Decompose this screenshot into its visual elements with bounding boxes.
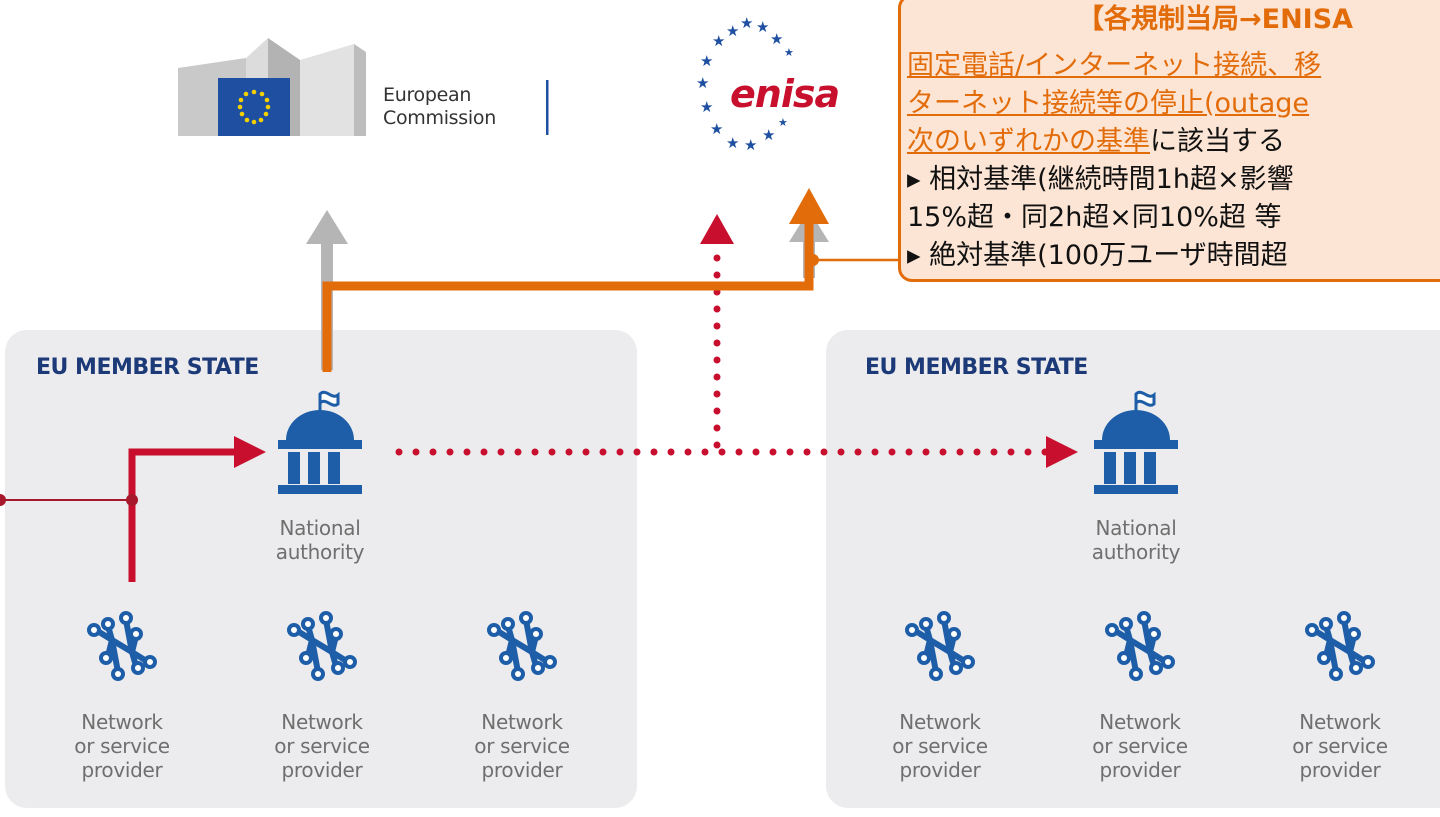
authority-dotted-link [395,436,1078,468]
national-authority-icon-right [1092,390,1180,496]
orange-highlight-arrow [322,188,905,372]
provider-report-arrow [0,436,266,582]
callout-line-3: 次のいずれかの基準に該当する [907,125,1285,158]
svg-text:★: ★ [740,14,753,32]
svg-text:★: ★ [696,74,709,92]
authority-label-right: National authority [1091,516,1181,564]
network-provider-icon [489,613,555,679]
svg-text:★: ★ [762,126,775,144]
svg-text:★: ★ [700,52,713,70]
callout-line-1: 固定電話/インターネット接続、移 [907,50,1322,81]
svg-text:★: ★ [712,32,725,50]
enisa-wordmark: enisa [730,72,840,116]
svg-text:★: ★ [756,18,769,36]
ec-label: European Commission [383,84,496,130]
svg-text:★: ★ [784,46,794,59]
network-provider-icon [289,613,355,679]
network-provider-icon [1107,613,1173,679]
callout-line-6: ▸ 絶対基準(100万ユーザ時間超 [907,240,1288,271]
svg-text:★: ★ [726,134,739,152]
member-state-title-left: EU MEMBER STATE [36,355,259,380]
enisa-stars-logo-icon: ★★★ ★★ ★★★ ★★★ ★★ ★ [696,14,794,154]
enisa-dotted-arrow [700,214,734,449]
authority-label-left: National authority [275,516,365,564]
network-provider-icon [89,613,155,679]
callout-line-3-underlined: 次のいずれかの基準 [907,126,1150,157]
svg-text:★: ★ [744,136,757,154]
member-state-panel-right [826,330,1440,808]
svg-text:★: ★ [710,120,723,138]
callout-title: 【各規制当局→ENISA [1077,4,1354,35]
national-authority-icon-left [276,390,364,496]
callout-line-3-rest: に該当する [1150,126,1285,157]
ec-label-line2: Commission [383,107,496,129]
callout-line-2: ターネット接続等の停止(outage [907,88,1310,119]
network-provider-icon [907,613,973,679]
member-state-title-right: EU MEMBER STATE [865,355,1088,380]
ec-label-line1: European [383,84,472,106]
svg-text:★: ★ [700,98,713,116]
european-commission-logo-icon [178,38,549,136]
svg-text:★: ★ [726,22,739,40]
svg-text:★: ★ [778,116,788,129]
callout-line-4: ▸ 相対基準(継続時間1h超×影響 [907,164,1294,195]
callout-line-5: 15%超・同2h超×同10%超 等 [907,202,1282,233]
enisa-criteria-callout: 【各規制当局→ENISA 固定電話/インターネット接続、移 ターネット接続等の停… [898,0,1440,282]
svg-text:★: ★ [770,30,783,48]
network-provider-icon [1307,613,1373,679]
